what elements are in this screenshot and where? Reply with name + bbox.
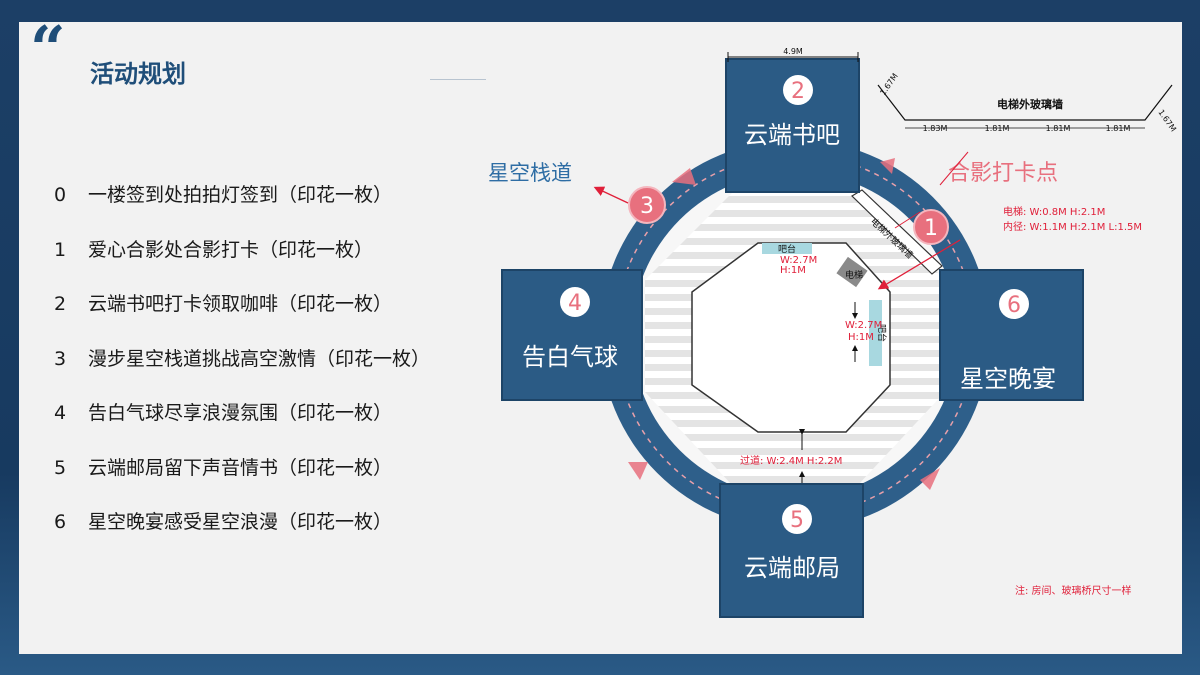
wall-slope-label: 1.67M [1156,108,1178,133]
agenda-item-text: 一楼签到处拍拍灯签到（印花一枚） [88,184,393,206]
page-title: 活动规划 [90,60,186,88]
agenda-item-text: 云端书吧打卡领取咖啡（印花一枚） [88,293,393,315]
photo-spot-badge: 1 [913,209,949,245]
room-name: 云端书吧 [744,121,840,149]
photo-spot-leader [939,151,969,186]
elevator-label: 电梯 [845,269,863,281]
agenda-item-number: 3 [54,347,67,370]
wall-segment-label: 1.83M [923,124,948,133]
dimension-note: 注: 房间、玻璃桥尺寸一样 [1015,584,1132,597]
room-left: 4 告白气球 [501,269,643,401]
bar-side-width: W:2.7M [845,320,882,331]
agenda-item-text: 爱心合影处合影打卡（印花一枚） [88,238,374,261]
agenda-item: 6 星空晚宴感受星空浪漫（印花一枚） [54,507,430,562]
elevator: 电梯 [836,256,868,288]
top-width-label: 4.9M [783,47,803,56]
inner-spec: 内径: W:1.1M H:2.1M L:1.5M [1003,220,1142,233]
walkway-badge-number: 3 [640,194,654,219]
agenda-item: 0 一楼签到处拍拍灯签到（印花一枚） [54,180,430,235]
room-number: 4 [568,291,582,316]
elevator-pointer-arrow [877,239,961,290]
agenda-item-text: 云端邮局留下声音情书（印花一枚） [88,456,393,479]
agenda-item-number: 5 [54,456,67,479]
walkway-label: 星空栈道 [488,161,572,185]
title-divider [430,79,486,80]
agenda-item-number: 0 [54,184,67,206]
agenda-item: 5 云端邮局留下声音情书（印花一枚） [54,453,430,508]
room-number: 6 [1007,293,1021,318]
room-top: 2 云端书吧 [725,58,860,193]
photo-badge-number: 1 [924,216,938,241]
top-width-dimension: 4.9M [727,47,859,62]
wall-segment-label: 1.81M [1046,124,1071,133]
agenda-item: 2 云端书吧打卡领取咖啡（印花一枚） [54,289,430,344]
walkway-badge: 3 [628,186,666,224]
agenda-item-number: 6 [54,511,67,533]
wall-segment-label: 1.81M [1106,124,1131,133]
direction-arrow-icon [920,468,940,490]
room-name: 告白气球 [522,343,618,371]
passage-dimension: 过道: W:2.4M H:2.2M [740,429,842,484]
agenda-item-text: 漫步星空栈道挑战高空激情（印花一枚） [88,347,431,370]
room-number: 2 [791,79,805,104]
agenda-list: 0 一楼签到处拍拍灯签到（印花一枚） 1 爱心合影处合影打卡（印花一枚） 2 云端书吧… [54,180,430,562]
direction-arrow-icon [628,462,648,480]
agenda-item-number: 2 [54,293,67,315]
agenda-item: 4 告白气球尽享浪漫氛围（印花一枚） [54,398,430,453]
room-right: 6 星空晚宴 [939,269,1084,401]
photo-spot-label: 合影打卡点 [948,161,1058,186]
agenda-item: 3 漫步星空栈道挑战高空激情（印花一枚） [54,344,430,399]
wall-segment-label: 1.81M [985,124,1010,133]
bar-top-height: H:1M [780,265,806,276]
room-bottom: 5 云端邮局 [719,483,864,618]
agenda-item: 1 爱心合影处合影打卡（印花一枚） [54,235,430,290]
wall-slope-label: 1.67M [878,72,900,97]
room-number: 5 [790,508,804,533]
glass-wall-elevation: 电梯外玻璃墙 1.83M 1.81M 1.81M 1.81M 1.67M 1.6… [877,72,1178,133]
agenda-item-number: 4 [54,402,67,424]
walkway-pointer-arrow [593,186,629,204]
glass-wall-label: 电梯外玻璃墙 [997,97,1063,111]
bar-side-height: H:1M [848,332,874,343]
quote-mark-icon: “ [30,12,66,85]
passage-label: 过道: W:2.4M H:2.2M [740,454,842,467]
room-name: 星空晚宴 [960,365,1056,393]
agenda-item-text: 告白气球尽享浪漫氛围（印花一枚） [88,402,393,424]
bar-counter-top: 吧台 W:2.7M H:1M [762,243,817,276]
agenda-item-text: 星空晚宴感受星空浪漫（印花一枚） [88,511,393,533]
bar-counter-side: 吧台 W:2.7M H:1M [845,300,888,366]
bar-side-label: 吧台 [876,324,888,342]
bar-label: 吧台 [778,243,796,255]
glass-pointer-line [894,211,921,229]
direction-arrow-icon [672,168,696,185]
direction-arrow-icon [880,158,895,174]
atrium-void [691,242,891,433]
bar-top-width: W:2.7M [780,255,817,266]
elevator-spec: 电梯: W:0.8M H:2.1M [1003,205,1105,218]
agenda-item-number: 1 [54,238,67,261]
room-name: 云端邮局 [744,554,840,582]
